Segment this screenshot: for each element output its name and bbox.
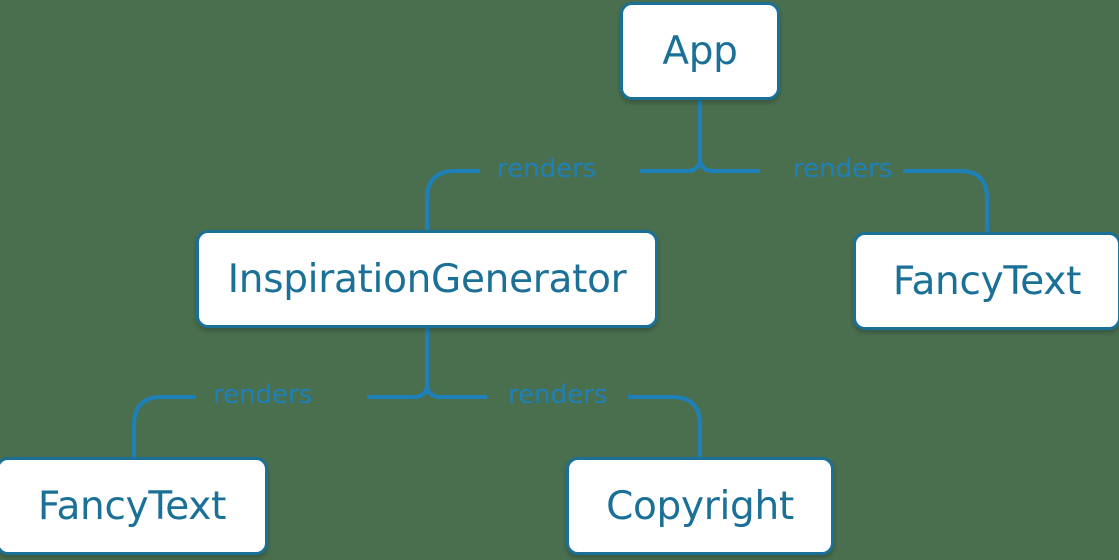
node-fancytext-bottom-label: FancyText (37, 483, 227, 529)
node-app[interactable]: App (620, 2, 780, 100)
node-fancytext-right[interactable]: FancyText (853, 232, 1119, 330)
edge-label-app-to-inspiration-generator: renders (497, 154, 597, 184)
edge-app-to-inspirationgenerator-curve (425, 169, 456, 230)
node-copyright[interactable]: Copyright (566, 457, 834, 555)
node-inspiration-generator[interactable]: InspirationGenerator (196, 230, 658, 328)
node-fancytext-bottom[interactable]: FancyText (0, 457, 268, 555)
edge-junction-app-left (640, 159, 702, 173)
node-inspiration-generator-label: InspirationGenerator (227, 256, 627, 302)
edge-junction-ig-right (425, 385, 487, 399)
edge-label-inspiration-generator-to-fancytext-bottom: renders (213, 380, 313, 410)
edge-label-inspiration-generator-to-copyright: renders (508, 380, 608, 410)
node-copyright-label: Copyright (606, 483, 794, 529)
edge-ig-to-copyright-curve (671, 395, 702, 457)
edge-app-to-fancytext-curve (959, 169, 989, 232)
node-fancytext-right-label: FancyText (892, 258, 1082, 304)
edge-label-app-to-fancytext-right: renders (793, 154, 893, 184)
edge-junction-app (698, 159, 760, 173)
edge-junction-ig-left (367, 385, 429, 399)
edge-ig-to-fancytext-curve (132, 395, 163, 457)
node-app-label: App (662, 28, 738, 74)
